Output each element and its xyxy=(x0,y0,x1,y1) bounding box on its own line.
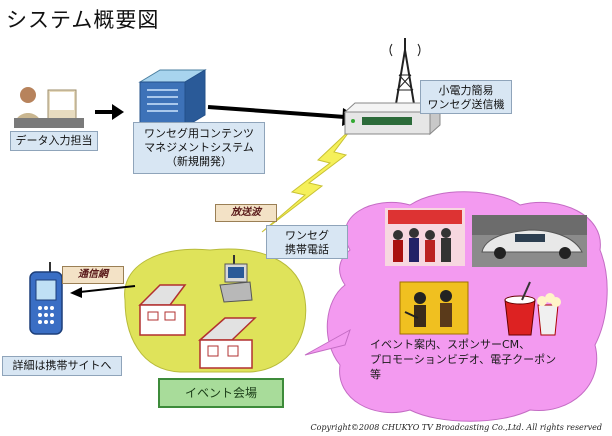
event-crowd-image xyxy=(385,208,465,266)
venue-area xyxy=(124,248,307,373)
broadcast-lightning xyxy=(261,127,353,233)
snack-image xyxy=(504,281,561,336)
mobile-phone-icon xyxy=(29,262,63,335)
arrow-to-mobile xyxy=(70,285,136,298)
car-image xyxy=(472,215,587,267)
arrow-to-cms xyxy=(95,104,124,120)
bubble-line-1: イベント案内、スポンサーCM、 xyxy=(370,338,531,351)
cms-box: ワンセグ用コンテンツ マネジメントシステム （新規開発） xyxy=(133,122,265,174)
data-entry-label: データ入力担当 xyxy=(10,131,98,151)
transmitter-line-2: ワンセグ送信機 xyxy=(427,98,505,111)
page-title: システム概要図 xyxy=(6,8,160,32)
oneseg-line-1: ワンセグ xyxy=(285,229,329,242)
bubble-line-2: プロモーションビデオ、電子クーポン xyxy=(370,353,557,366)
cms-line-2: マネジメントシステム xyxy=(144,141,254,154)
oneseg-phone-icon xyxy=(219,255,253,303)
operator-icon xyxy=(14,87,84,128)
antenna-icon xyxy=(389,38,421,111)
oneseg-phone-box: ワンセグ 携帯電話 xyxy=(266,225,348,259)
server-icon xyxy=(138,69,207,128)
cms-line-3: （新規開発） xyxy=(166,155,232,168)
network-tag: 通信網 xyxy=(62,266,124,284)
houses-icon xyxy=(138,284,257,369)
bubble-content-text: イベント案内、スポンサーCM、 プロモーションビデオ、電子クーポン 等 xyxy=(370,337,590,382)
event-venue-box: イベント会場 xyxy=(158,378,284,408)
bubble-line-3: 等 xyxy=(370,368,381,381)
cms-line-1: ワンセグ用コンテンツ xyxy=(144,127,254,140)
copyright-text: Copyright©2008 CHUKYO TV Broadcasting Co… xyxy=(310,423,602,432)
broadcast-tag: 放送波 xyxy=(215,204,277,222)
transmitter-line-1: 小電力簡易 xyxy=(438,84,494,97)
band-image xyxy=(399,281,469,335)
mobile-site-label: 詳細は携帯サイトへ xyxy=(2,356,122,376)
transmitter-box: 小電力簡易 ワンセグ送信機 xyxy=(420,80,512,114)
oneseg-line-2: 携帯電話 xyxy=(285,243,329,256)
